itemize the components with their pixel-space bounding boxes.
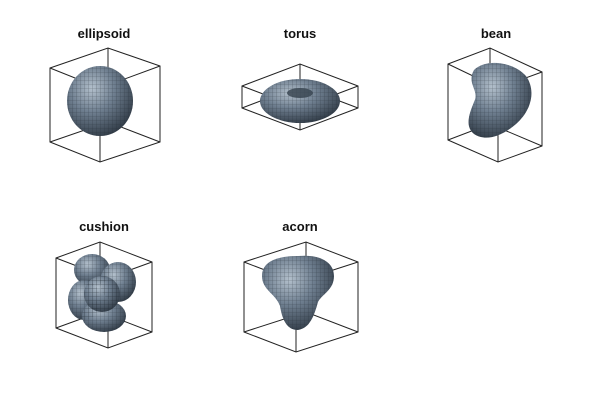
surface-acorn xyxy=(262,255,334,330)
panel-cushion: cushion xyxy=(55,219,153,349)
surface-ellipsoid xyxy=(67,66,133,136)
surface-torus xyxy=(260,79,340,123)
panel-title-cushion: cushion xyxy=(79,219,129,234)
panel-title-acorn: acorn xyxy=(282,219,317,234)
panel-acorn: acorn xyxy=(243,219,359,353)
panel-ellipsoid: ellipsoid xyxy=(49,26,161,163)
panel-title-ellipsoid: ellipsoid xyxy=(78,26,131,41)
panel-title-bean: bean xyxy=(481,26,511,41)
surface-bean xyxy=(468,62,532,138)
panel-bean: bean xyxy=(447,26,543,163)
panel-title-torus: torus xyxy=(284,26,317,41)
surface-cushion xyxy=(68,254,136,332)
panel-torus: torus xyxy=(241,26,359,131)
